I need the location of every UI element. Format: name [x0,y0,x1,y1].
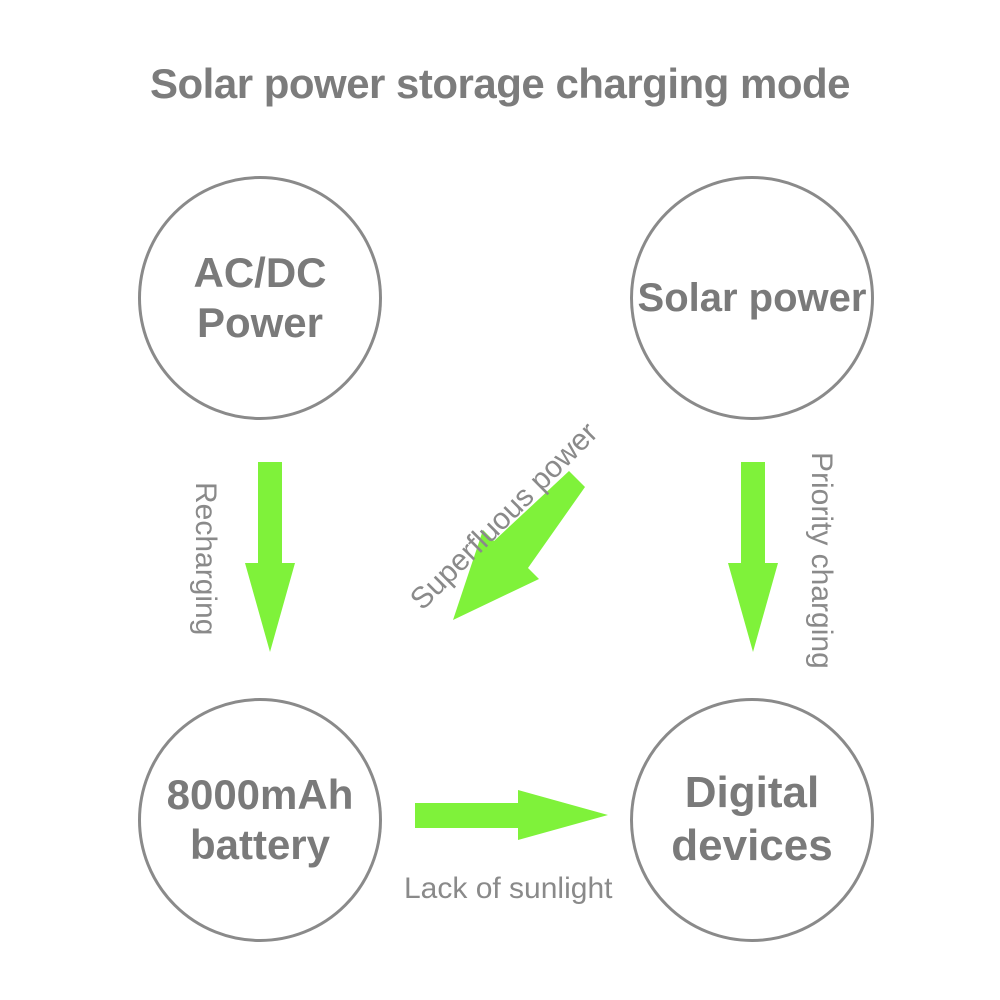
battery-node: 8000mAh battery [138,698,382,942]
ac-dc-power-node: AC/DC Power [138,176,382,420]
solar-power-node: Solar power [630,176,874,420]
lack-of-sunlight-arrow [415,790,608,840]
superfluous-power-arrow [453,471,585,620]
battery-label: 8000mAh battery [166,770,354,868]
priority-charging-label: Priority charging [805,452,838,669]
recharging-label: Recharging [189,482,222,636]
digital-devices-label: Digital devices [671,768,833,870]
digital-devices-node: Digital devices [630,698,874,942]
recharging-arrow [245,462,295,652]
ac-dc-power-label: AC/DC Power [193,248,327,346]
lack-of-sunlight-label: Lack of sunlight [404,872,613,905]
solar-power-label: Solar power [637,276,867,320]
priority-charging-arrow [728,462,778,652]
page-title: Solar power storage charging mode [150,60,850,107]
